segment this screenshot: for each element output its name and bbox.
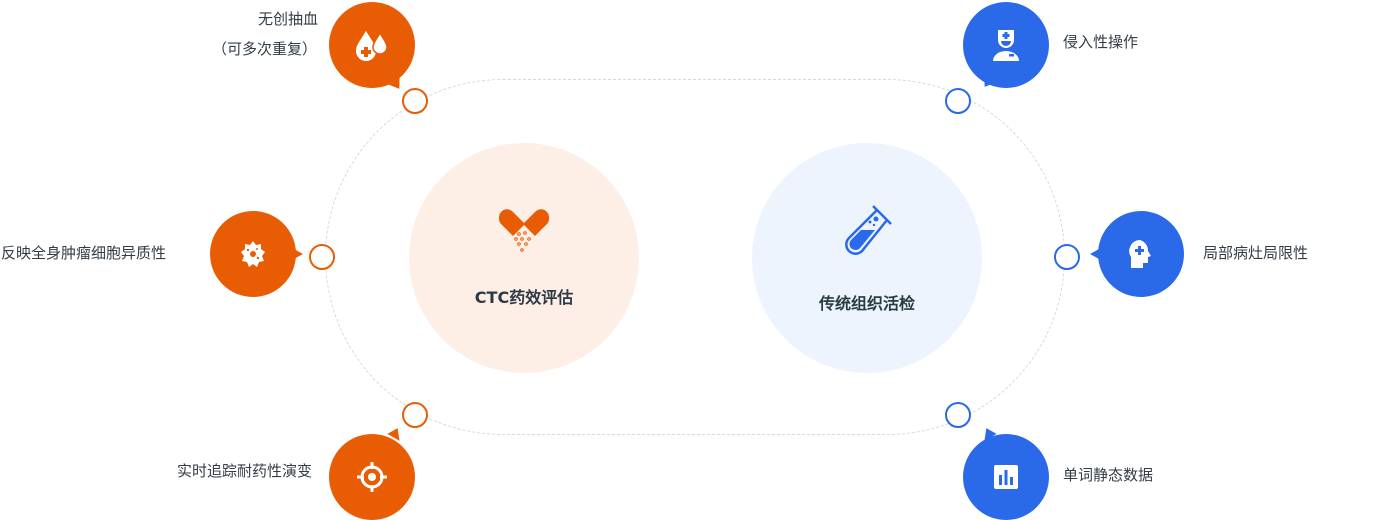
bubble-localized — [1090, 211, 1184, 297]
ctc-label: CTC药效评估 — [474, 288, 574, 307]
biopsy-circle: 传统组织活检 — [752, 143, 982, 373]
item-label: 反映全身肿瘤细胞异质性 — [1, 244, 167, 262]
bubble-tracking — [329, 425, 415, 520]
bubble-invasive — [963, 2, 1049, 91]
item-sublabel: （可多次重复） — [211, 40, 317, 58]
head-icon — [1129, 240, 1151, 268]
connector-ring — [402, 88, 428, 114]
connector-ring — [402, 402, 428, 428]
target-icon — [357, 462, 387, 492]
blood-drop-icon — [356, 31, 388, 61]
connector-ring — [1054, 244, 1080, 270]
bar-chart-icon — [994, 465, 1018, 489]
connector-ring — [945, 88, 971, 114]
item-label: 无创抽血 — [257, 10, 318, 28]
item-label: 单词静态数据 — [1063, 466, 1154, 484]
connector-ring — [945, 402, 971, 428]
cell-icon — [241, 241, 265, 267]
doctor-icon — [993, 30, 1019, 61]
ctc-circle: CTC药效评估 — [409, 143, 639, 373]
bubble-heterogeneity — [210, 211, 303, 297]
biopsy-label: 传统组织活检 — [818, 294, 915, 313]
bubble-static-data — [963, 425, 1049, 520]
connector-ring — [309, 244, 335, 270]
item-label: 侵入性操作 — [1063, 33, 1139, 51]
item-label: 局部病灶局限性 — [1203, 244, 1309, 262]
bubble-noninvasive — [329, 2, 415, 93]
test-tube-icon — [845, 205, 892, 255]
item-label: 实时追踪耐药性演变 — [176, 462, 312, 480]
pill-heart-icon — [498, 209, 550, 252]
